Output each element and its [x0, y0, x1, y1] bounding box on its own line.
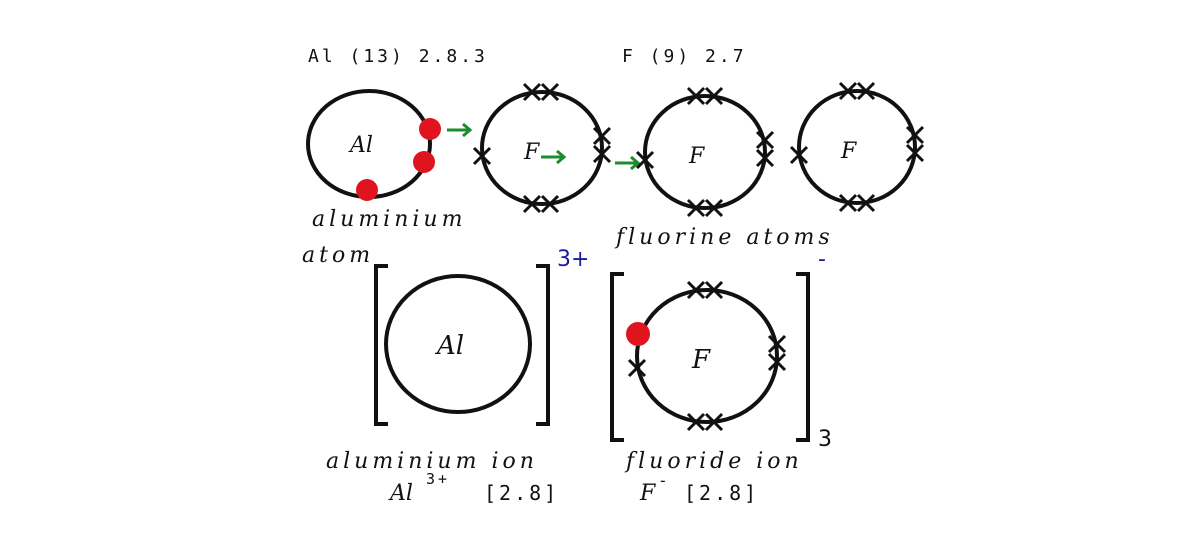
f-electron-crosses [789, 81, 925, 213]
f-ion-shell [635, 288, 779, 424]
aluminium-atom: Al [306, 89, 441, 201]
al-ion-charge: 3+ [557, 247, 589, 272]
transfer-arrow [541, 149, 567, 165]
f-ion-electron-crosses [627, 280, 787, 432]
f-atoms-label: fluorine atoms [614, 225, 834, 250]
right-bracket [796, 272, 810, 442]
al-atom-label: atom [302, 243, 374, 268]
f-ion-formula-superscript: - [658, 471, 671, 490]
al-atom-symbol: Al [348, 133, 373, 158]
gained-electron [626, 322, 650, 346]
al-ion-shell [384, 274, 532, 414]
f-atom-symbol: F [840, 139, 857, 164]
al-atom-label: aluminium [312, 207, 466, 232]
f-electron-crosses [472, 82, 612, 214]
left-bracket [374, 264, 388, 426]
transfer-arrow [447, 122, 473, 138]
left-bracket [610, 272, 624, 442]
aluminium-ion: Al 3+ [374, 247, 589, 426]
al-outer-electron [356, 179, 378, 201]
fluorine-atom: F [789, 81, 925, 213]
f-atom-shell [643, 94, 767, 210]
f-atom-shell [797, 89, 917, 205]
al-ion-formula-config: [2.8] [484, 481, 559, 505]
al-outer-electron [419, 118, 441, 140]
al-ion-symbol: Al [435, 331, 464, 361]
f-config-header: F (9) 2.7 [622, 46, 747, 67]
f-ion-label: fluoride ion [624, 449, 803, 474]
f-ion-symbol: F [691, 345, 711, 375]
al-ion-label: aluminium ion [326, 449, 538, 474]
f-atom-shell [480, 90, 604, 206]
f-ion-formula-symbol: F [639, 481, 656, 506]
fluorine-atom: F [472, 82, 612, 214]
f-ion-formula-config: [2.8] [684, 481, 759, 505]
f-electron-crosses [635, 86, 775, 218]
al-ion-formula-symbol: Al [388, 481, 413, 506]
right-bracket [536, 264, 550, 426]
al-outer-electron [413, 151, 435, 173]
transfer-arrow [615, 155, 641, 171]
al-ion-formula-superscript: 3+ [426, 470, 450, 488]
fluorine-atom: F [635, 86, 775, 218]
f-ion-charge: - [818, 247, 826, 272]
al-config-header: Al (13) 2.8.3 [308, 46, 488, 67]
fluoride-ion: F - 3 [610, 247, 832, 452]
f-atom-symbol: F [523, 140, 540, 165]
f-atom-symbol: F [688, 144, 705, 169]
f-ion-subscript: 3 [818, 427, 832, 452]
